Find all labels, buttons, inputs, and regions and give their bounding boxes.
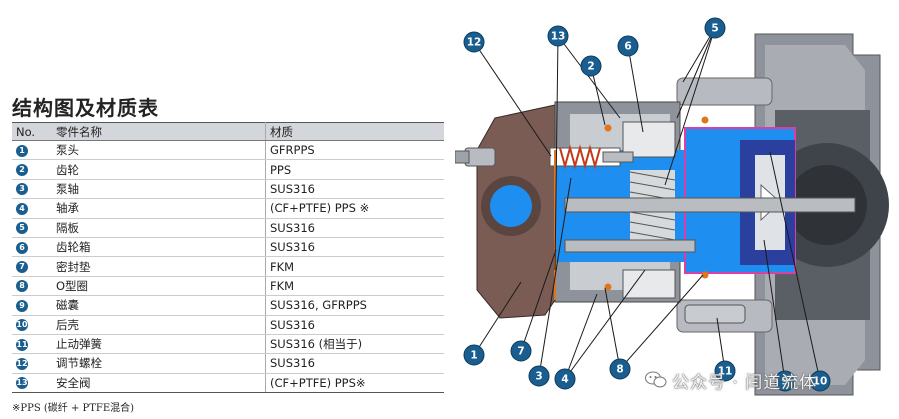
- part-material: (CF+PTFE) PPS ※: [265, 198, 444, 219]
- footnote: ※PPS (碳纤 + PTFE混合): [12, 403, 135, 414]
- part-name: 隔板: [52, 218, 266, 238]
- callout-5: 5: [704, 17, 726, 39]
- part-material: SUS316: [265, 237, 444, 258]
- callout-11: 11: [714, 360, 736, 382]
- part-material: FKM: [265, 256, 444, 277]
- part-material: SUS316 (相当于): [265, 334, 444, 355]
- callout-label: 7: [517, 346, 524, 358]
- part-material: PPS: [265, 159, 444, 180]
- callout-label: 1: [470, 350, 477, 362]
- part-material: FKM: [265, 276, 444, 297]
- part-material: SUS316: [265, 315, 444, 335]
- callout-label: 8: [616, 364, 623, 376]
- callout-8: 8: [609, 358, 631, 380]
- part-name: 后壳: [52, 315, 266, 335]
- callout-label: 11: [718, 366, 733, 378]
- header-material: 材质: [265, 122, 444, 141]
- part-number-badge: 5: [16, 222, 28, 235]
- callout-12: 12: [463, 31, 485, 53]
- table-row: 13 安全阀(CF+PTFE) PPS※: [12, 373, 444, 394]
- callout-label: 9: [781, 376, 788, 388]
- part-number-badge: 3: [16, 183, 28, 196]
- callout-label: 3: [535, 371, 542, 383]
- callout-9: 9: [774, 370, 796, 392]
- callout-2: 2: [580, 55, 602, 77]
- callout-6: 6: [617, 35, 639, 57]
- part-number-badge: 6: [16, 241, 28, 254]
- part-material: SUS316: [265, 179, 444, 200]
- table-row: 4 轴承(CF+PTFE) PPS ※: [12, 198, 444, 219]
- header-no: No.: [12, 122, 52, 141]
- part-name: 泵头: [52, 140, 266, 161]
- part-number-badge: 7: [16, 261, 28, 274]
- callout-label: 2: [587, 61, 594, 73]
- callout-label: 4: [561, 374, 568, 386]
- table-header-row: No. 零件名称 材质: [12, 122, 444, 141]
- callout-13: 13: [547, 25, 569, 47]
- part-number-badge: 13: [16, 377, 28, 390]
- part-name: 安全阀: [52, 373, 266, 394]
- part-name: 齿轮箱: [52, 237, 266, 258]
- part-number-badge: 2: [16, 164, 28, 177]
- part-name: O型圈: [52, 276, 266, 297]
- callout-4: 4: [554, 368, 576, 390]
- watermark-text: 公众号 · 闫道流体: [672, 373, 818, 393]
- part-name: 轴承: [52, 198, 266, 219]
- part-number-badge: 8: [16, 280, 28, 293]
- callout-7: 7: [510, 340, 532, 362]
- part-material: GFRPPS: [265, 140, 444, 161]
- callout-3: 3: [528, 365, 550, 387]
- part-number-badge: 10: [16, 319, 28, 332]
- part-material: SUS316: [265, 353, 444, 374]
- part-name: 调节螺栓: [52, 353, 266, 374]
- part-material: SUS316, GFRPPS: [265, 295, 444, 316]
- part-name: 泵轴: [52, 179, 266, 200]
- part-number-badge: 9: [16, 299, 28, 312]
- page-title: 结构图及材质表: [12, 96, 159, 120]
- callout-1: 1: [463, 344, 485, 366]
- callout-10: 10: [809, 370, 831, 392]
- part-name: 止动弹簧: [52, 334, 266, 355]
- callout-label: 6: [624, 41, 631, 53]
- part-number-badge: 1: [16, 144, 28, 157]
- part-number-badge: 11: [16, 338, 28, 351]
- wechat-icon: [645, 371, 667, 388]
- header-part-name: 零件名称: [52, 122, 266, 141]
- part-number-badge: 4: [16, 202, 28, 215]
- part-material: SUS316: [265, 218, 444, 238]
- callout-label: 5: [711, 23, 718, 35]
- part-name: 齿轮: [52, 159, 266, 180]
- callout-label: 13: [551, 31, 566, 43]
- part-name: 磁囊: [52, 295, 266, 316]
- part-number-badge: 12: [16, 357, 28, 370]
- callout-label: 10: [813, 376, 828, 388]
- callout-label: 12: [467, 37, 482, 49]
- part-name: 密封垫: [52, 256, 266, 277]
- part-material: (CF+PTFE) PPS※: [265, 373, 444, 394]
